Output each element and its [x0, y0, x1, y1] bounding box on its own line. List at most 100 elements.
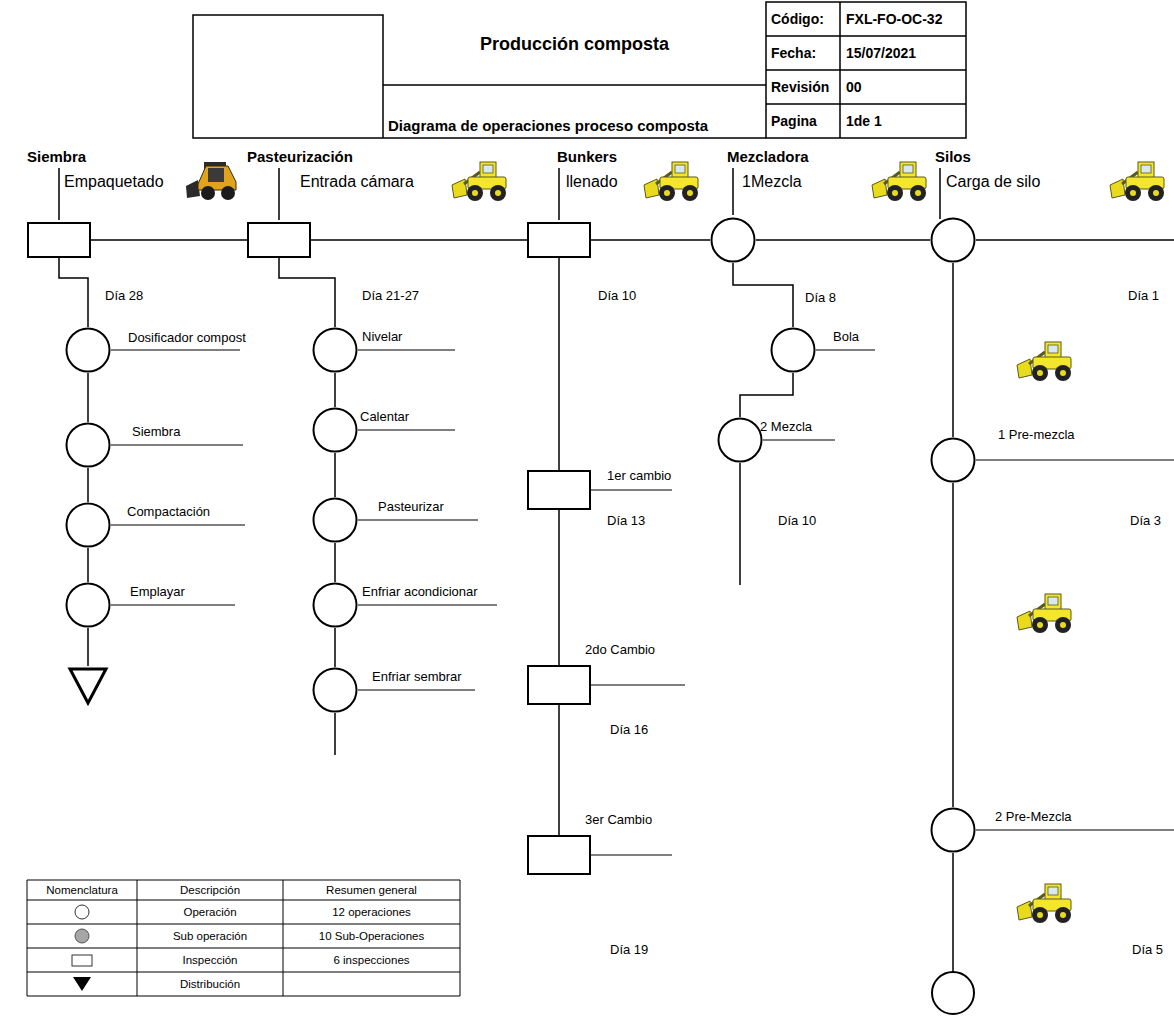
- operation-circle: Enfriar acondicionar: [312, 582, 358, 628]
- operation-shape: [314, 584, 357, 627]
- operation-name: 1Mezcla: [742, 172, 802, 192]
- header-cell: FXL-FO-OC-32: [846, 2, 942, 36]
- loader-icon: [1017, 594, 1071, 633]
- legend-description: Inspección: [137, 948, 283, 972]
- operation-shape: [719, 419, 762, 462]
- operation-circle: 2 Mezcla: [717, 417, 763, 463]
- node-outline: [65, 422, 111, 468]
- flow-connector: [591, 239, 710, 241]
- operation-shape: [932, 219, 975, 262]
- operation-shape: [932, 439, 975, 482]
- header-cell: Código:: [771, 2, 824, 36]
- day-label: Día 16: [610, 722, 648, 738]
- operation-label: Calentar: [360, 409, 409, 425]
- operation-label: Emplayar: [130, 584, 185, 600]
- flow-connector: [334, 543, 336, 582]
- day-label: Día 21-27: [362, 288, 419, 304]
- legend-suboperation-symbol: [75, 929, 89, 943]
- flow-connector: [59, 258, 88, 327]
- operation-circle: SilosCarga de silo: [930, 217, 976, 263]
- operation-label: Siembra: [132, 424, 180, 440]
- header-cell: 00: [846, 70, 862, 104]
- operation-circle: [932, 972, 974, 1014]
- legend-cell: 6 inspecciones: [283, 948, 460, 972]
- node-outline: [710, 217, 756, 263]
- operation-label: 1 Pre-mezcla: [998, 427, 1075, 443]
- loader-icon: [644, 162, 698, 201]
- inspection-box: 2do Cambio: [527, 665, 591, 705]
- day-label: Día 8: [805, 290, 836, 306]
- day-label: Día 3: [1130, 513, 1161, 529]
- inspection-shape: [528, 836, 590, 874]
- column-heading: Siembra: [27, 147, 86, 166]
- node-outline: [65, 582, 111, 628]
- loader-icon: [452, 162, 506, 201]
- node-outline: [527, 835, 591, 875]
- node-outline: [930, 217, 976, 263]
- operation-label: 2 Pre-Mezcla: [995, 809, 1072, 825]
- inspection-shape: [248, 223, 310, 257]
- column-heading: Pasteurización: [247, 147, 353, 166]
- flow-connector: [334, 453, 336, 497]
- flow-connector: [756, 239, 930, 241]
- legend-description: Distribución: [137, 972, 283, 996]
- header-cell: Revisión: [771, 70, 829, 104]
- flow-connector: [91, 239, 247, 241]
- inspection-shape: [528, 471, 590, 509]
- operation-shape: [314, 669, 357, 712]
- flow-line: [88, 463, 953, 973]
- operation-circle: Pasteurizar: [312, 497, 358, 543]
- node-outline: [930, 807, 976, 853]
- operation-shape: [67, 424, 110, 467]
- flow-connector: [740, 373, 793, 417]
- operation-circle: Mezcladora1Mezcla: [710, 217, 756, 263]
- header-frame: [193, 15, 766, 138]
- node-outline: [930, 437, 976, 483]
- flow-connector: [87, 373, 89, 422]
- node-outline: [312, 407, 358, 453]
- operation-label: 3er Cambio: [585, 812, 652, 828]
- operation-name: Entrada cámara: [300, 172, 414, 192]
- header-cell: Pagina: [771, 104, 817, 138]
- node-outline: [312, 582, 358, 628]
- column-heading: Silos: [935, 147, 971, 166]
- diagram-title: Producción composta: [383, 32, 766, 56]
- node-outline: [312, 327, 358, 373]
- operation-shape: [932, 809, 975, 852]
- legend-table: [27, 880, 460, 996]
- day-label: Día 10: [598, 288, 636, 304]
- operation-circle: 1 Pre-mezcla: [930, 437, 976, 483]
- operation-circle: Siembra: [65, 422, 111, 468]
- skid-steer-icon: [186, 162, 236, 200]
- flow-connector: [311, 239, 527, 241]
- legend-cell: 10 Sub-Operaciones: [283, 924, 460, 948]
- flow-connector: [558, 258, 560, 470]
- operation-shape: [314, 499, 357, 542]
- header-cell: Fecha:: [771, 36, 816, 70]
- operation-label: 2 Mezcla: [760, 419, 812, 435]
- operation-label: Nivelar: [362, 329, 402, 345]
- operation-name: llenado: [566, 172, 618, 192]
- loader-icon: [1110, 162, 1164, 201]
- inspection-shape: [28, 223, 90, 257]
- header-cell: 1de 1: [846, 104, 882, 138]
- node-outline: [65, 502, 111, 548]
- inspection-shape: [528, 223, 590, 257]
- node-outline: [312, 497, 358, 543]
- node-outline: [527, 665, 591, 705]
- inspection-box: PasteurizaciónEntrada cámara: [247, 222, 311, 258]
- column-heading: Mezcladora: [727, 147, 809, 166]
- loader-icon: [1017, 342, 1071, 381]
- legend-operation-symbol: [75, 905, 89, 919]
- inspection-box: 3er Cambio: [527, 835, 591, 875]
- node-outline: [527, 222, 591, 258]
- inspection-box: Bunkersllenado: [527, 222, 591, 258]
- operation-circle: Compactación: [65, 502, 111, 548]
- operation-shape: [314, 409, 357, 452]
- flow-connector: [87, 548, 89, 582]
- operation-name: Empaquetado: [64, 172, 164, 192]
- operation-circle: Bola: [770, 327, 816, 373]
- node-outline: [247, 222, 311, 258]
- flow-connector: [87, 468, 89, 502]
- operation-label: Bola: [833, 329, 859, 345]
